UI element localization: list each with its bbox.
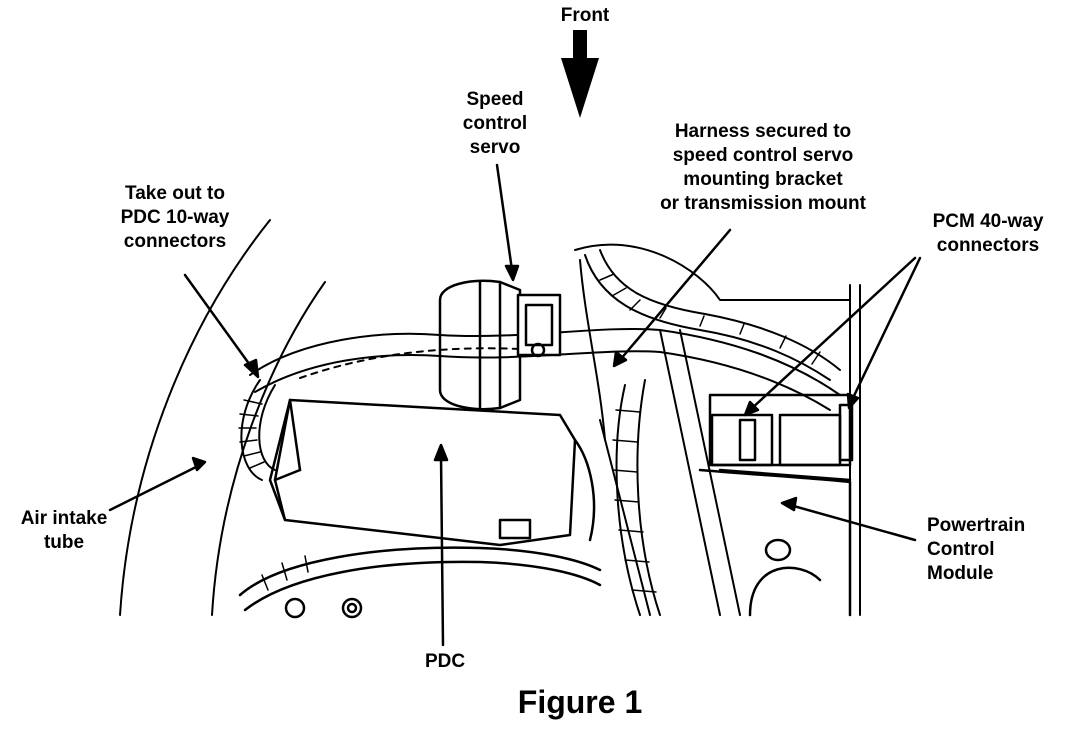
label-air-line-1: Air intake	[20, 508, 108, 529]
label-speed-line-1: Speed	[466, 89, 524, 110]
air-intake-tube	[119, 219, 326, 616]
label-harness-line-4: or transmission mount	[660, 193, 866, 214]
label-harness-secured: Harness secured to speed control servo m…	[628, 120, 898, 216]
label-pcm-line-1: PCM 40-way	[932, 211, 1044, 232]
label-takeout-line-1: Take out to	[125, 183, 225, 204]
label-powertrain-control-module: Powertrain Control Module	[927, 514, 1067, 586]
label-pcm-line-2: connectors	[936, 235, 1040, 256]
label-ptcm-line-1: Powertrain	[927, 515, 1026, 536]
label-harness-line-3: mounting bracket	[683, 169, 843, 190]
front-arrow	[561, 30, 599, 118]
label-front-text: Front	[560, 5, 610, 26]
vertical-harness	[579, 259, 741, 616]
label-pdc: PDC	[410, 650, 480, 674]
label-air-line-2: tube	[43, 532, 85, 553]
label-harness-line-1: Harness secured to	[674, 121, 852, 142]
label-air-intake-tube: Air intake tube	[4, 507, 124, 555]
label-takeout-line-3: connectors	[123, 231, 227, 252]
label-takeout-line-2: PDC 10-way	[120, 207, 230, 228]
label-front: Front	[550, 4, 620, 28]
figure-caption: Figure 1	[517, 684, 643, 720]
pcm-module	[698, 393, 854, 617]
label-speed-control-servo: Speed control servo	[440, 88, 550, 160]
label-pdc-text: PDC	[424, 651, 466, 672]
speed-control-servo	[438, 279, 562, 411]
pdc-box	[238, 398, 602, 619]
label-pcm-connectors: PCM 40-way connectors	[908, 210, 1068, 258]
leader-lines	[108, 163, 922, 647]
label-ptcm-line-2: Control	[927, 539, 995, 560]
label-ptcm-line-3: Module	[927, 563, 994, 584]
wiring-harness	[238, 249, 841, 481]
label-speed-line-3: servo	[469, 137, 521, 158]
label-harness-line-2: speed control servo	[672, 145, 854, 166]
label-take-out-pdc: Take out to PDC 10-way connectors	[100, 182, 250, 254]
label-speed-line-2: control	[462, 113, 528, 134]
